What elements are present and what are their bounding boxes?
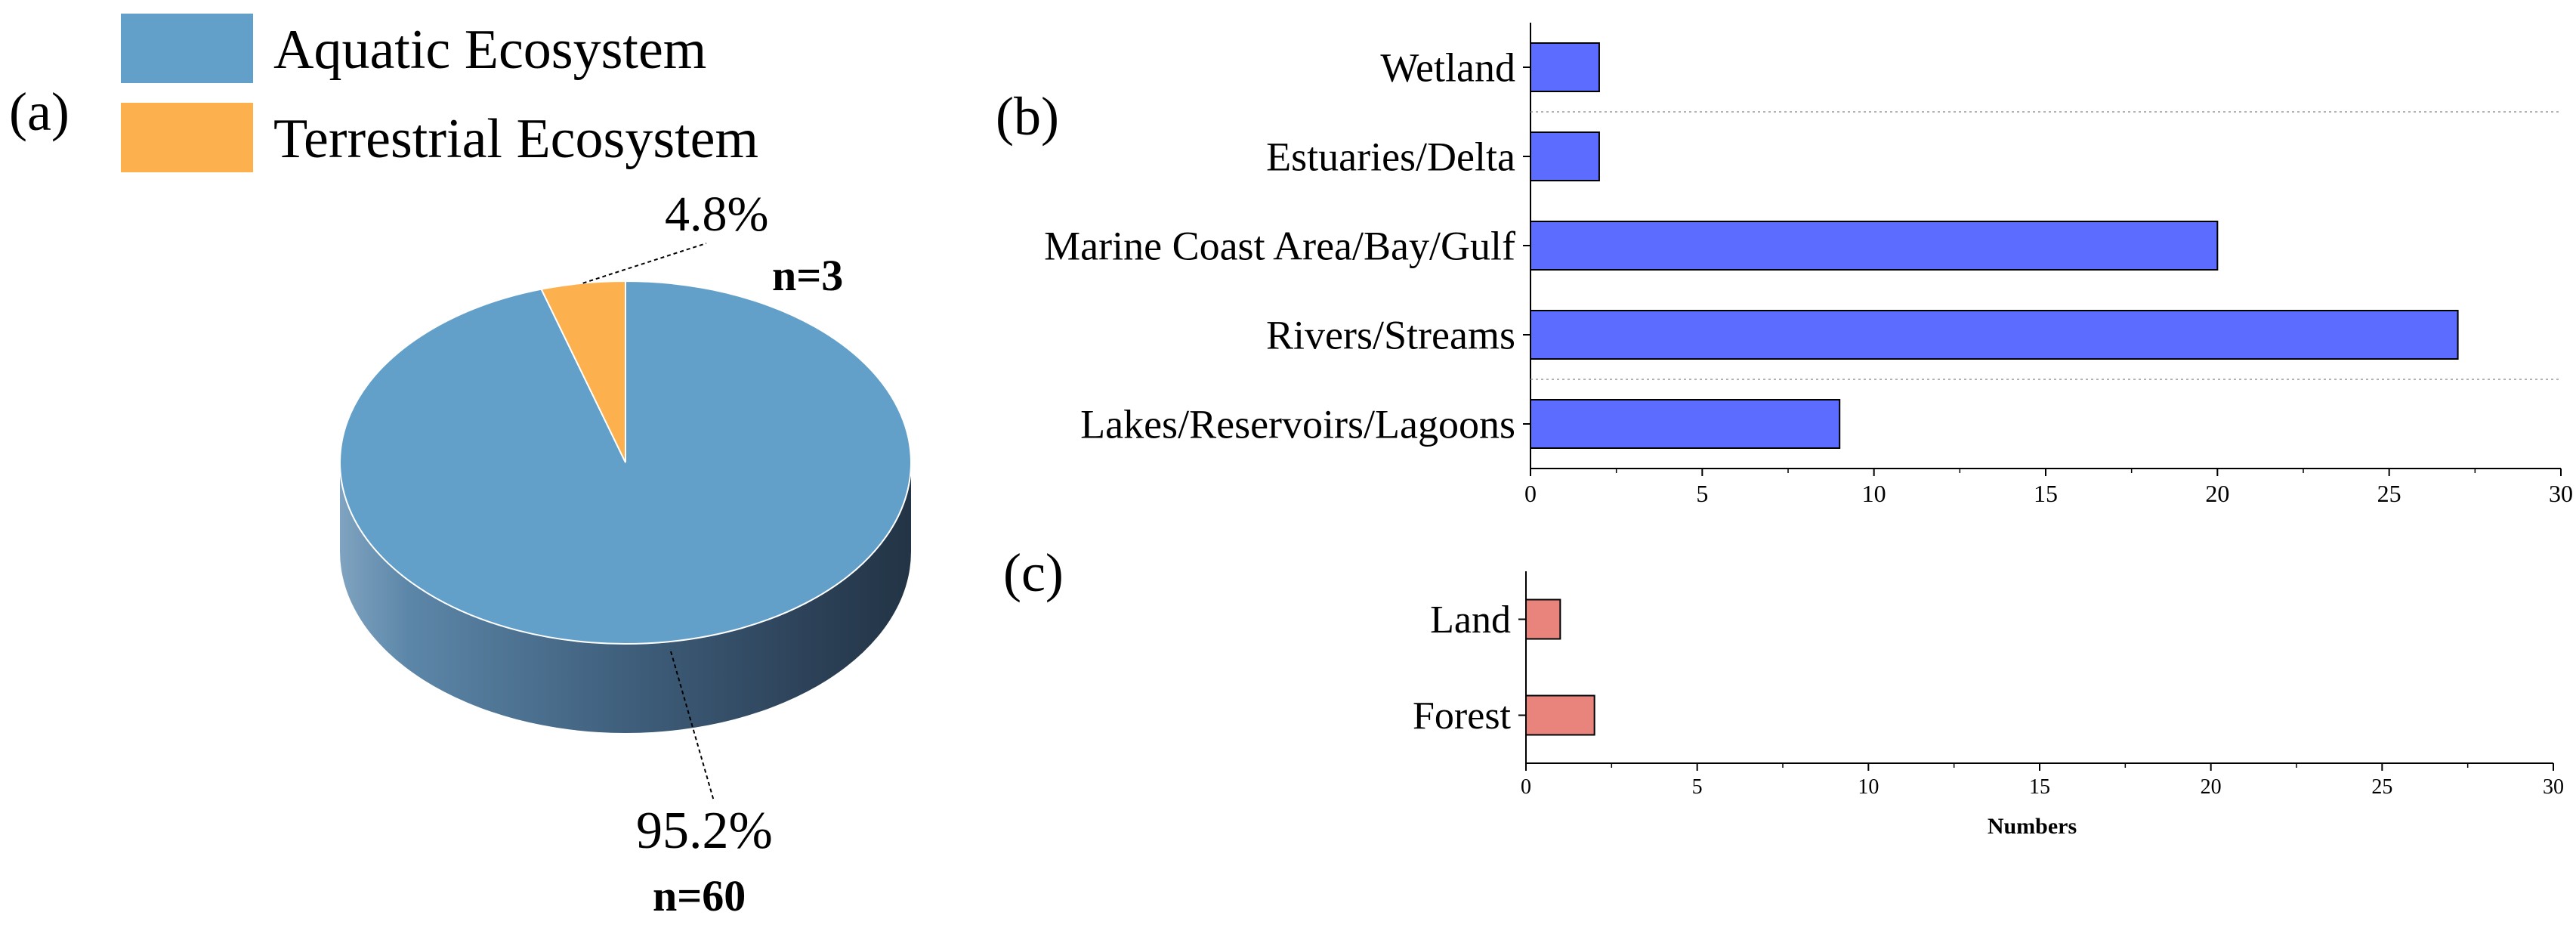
slice-percent-aquatic: 95.2%	[636, 802, 773, 860]
panel-a: (a) Aquatic Ecosystem Terrestrial Ecosys…	[9, 14, 912, 920]
pie-side-wall	[340, 462, 911, 733]
x-tick-label: 0	[1524, 480, 1537, 507]
pie-legend: Aquatic Ecosystem Terrestrial Ecosystem	[121, 14, 758, 172]
slice-percent-terrestrial: 4.8%	[665, 187, 768, 242]
pie-3d	[339, 280, 912, 733]
category-label: Lakes/Reservoirs/Lagoons	[1080, 401, 1515, 447]
legend-swatch-terrestrial	[121, 103, 253, 172]
x-tick-label: 20	[2205, 480, 2229, 507]
panel-c-label: (c)	[1003, 543, 1064, 603]
bar-lakes-reservoirs-lagoons	[1530, 399, 1841, 449]
bar-rivers-streams	[1530, 310, 2459, 360]
bar-wetland	[1530, 42, 1600, 92]
x-tick-label: 25	[2377, 480, 2401, 507]
category-label: Estuaries/Delta	[1266, 134, 1515, 179]
bar-estuaries-delta	[1530, 131, 1600, 181]
x-tick-label: 15	[2034, 480, 2058, 507]
leader-line-terrestrial	[582, 243, 707, 284]
category-label: Land	[1430, 598, 1511, 642]
chart-c-xlabel: Numbers	[1988, 814, 2077, 839]
panel-b: (b) 0 5 10 15 20 25 30 WetlandEstuaries/DeltaMa…	[996, 23, 2573, 507]
x-tick-label: 10	[1862, 480, 1886, 507]
legend-swatch-aquatic	[121, 14, 253, 83]
chart-b-plot: 0 5 10 15 20 25 30 WetlandEstuaries/DeltaMarine…	[1044, 23, 2573, 507]
pie-slice-terrestrial	[540, 280, 626, 463]
leader-line-aquatic	[670, 651, 715, 802]
category-label: Forest	[1413, 694, 1512, 738]
category-label: Rivers/Streams	[1266, 312, 1515, 357]
slice-count-aquatic: n=60	[653, 871, 746, 920]
legend-label-terrestrial: Terrestrial Ecosystem	[273, 108, 758, 170]
x-tick-label: 15	[2029, 775, 2050, 799]
x-tick-label: 5	[1696, 480, 1708, 507]
slice-count-terrestrial: n=3	[772, 251, 843, 300]
bar-forest	[1525, 694, 1595, 736]
x-tick-label: 5	[1692, 775, 1703, 799]
panel-b-label: (b)	[996, 86, 1059, 147]
panel-a-label: (a)	[9, 82, 69, 142]
x-tick-label: 25	[2371, 775, 2392, 799]
x-tick-label: 20	[2201, 775, 2222, 799]
bar-marine-coast-area-bay-gulf	[1530, 221, 2219, 271]
x-tick-label: 0	[1521, 775, 1531, 799]
bar-land	[1525, 598, 1561, 640]
category-label: Marine Coast Area/Bay/Gulf	[1044, 223, 1515, 268]
x-tick-label: 10	[1858, 775, 1879, 799]
category-label: Wetland	[1380, 45, 1515, 90]
x-tick-label: 30	[2549, 480, 2573, 507]
x-tick-label: 30	[2543, 775, 2564, 799]
legend-label-aquatic: Aquatic Ecosystem	[273, 19, 706, 81]
